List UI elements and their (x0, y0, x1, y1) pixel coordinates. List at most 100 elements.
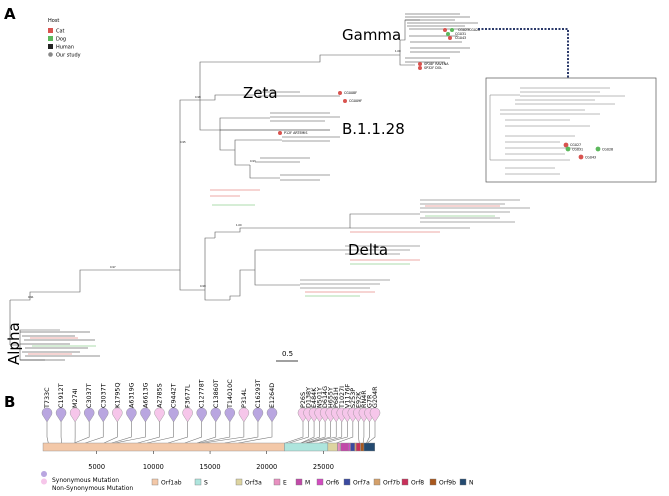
mutation-label: D614G (321, 386, 329, 408)
legend-syn-marker (41, 471, 48, 481)
tip-dot-cg028 (450, 28, 454, 32)
node-support-labels: 0.98 0.99 0.97 0.91 0.93 1.00 1.00 0.95 (28, 49, 401, 299)
mutation-label: G204R (371, 386, 379, 408)
legend-non-label: Non-Synonymous Mutation (52, 485, 133, 492)
mutation-label: F3677L (184, 384, 192, 408)
tip-label-cg023: CG023 (458, 28, 469, 32)
gene-orf6 (348, 442, 351, 452)
gene-legend-label: M (305, 480, 310, 487)
tip-dot-cg023 (443, 28, 447, 32)
mutation-marker (126, 407, 137, 423)
tree-tips (20, 13, 530, 361)
legend-dog-label: Dog (56, 37, 66, 43)
legend-human-label: Human (56, 45, 74, 51)
legend-human-swatch (48, 44, 53, 49)
axis-tick-label: 25000 (313, 463, 334, 471)
mutation-a6319g: A6319G (111, 382, 137, 444)
tip-label-ravena: SP28F RAVENA (424, 62, 449, 66)
mutation-label: C3037T (85, 383, 93, 408)
mutation-label: E1264D (268, 383, 276, 408)
tip-dot-cg008f (338, 91, 342, 95)
mutation-label: V1176F (343, 383, 351, 408)
gene-legend-swatch (273, 478, 281, 486)
inset-dot-cg031 (565, 146, 571, 152)
tip-dot-cg043 (448, 36, 452, 40)
tip-dot-ravena (418, 62, 422, 66)
gene-orf7b (354, 442, 357, 452)
mutation-label: T1027I (338, 386, 346, 409)
axis-tick-label: 5000 (88, 463, 105, 471)
mutation-label: E92K (354, 391, 362, 408)
tip-dot-artemis (278, 131, 282, 135)
axis-tick-label: 20000 (256, 463, 277, 471)
mutation-marker (84, 407, 95, 423)
mutation-marker (196, 407, 207, 423)
mutation-marker (140, 407, 151, 423)
tip-label-cg028: CG028 (469, 28, 480, 32)
axis-tick-label: 15000 (200, 463, 221, 471)
gene-legend-swatch (295, 478, 303, 486)
gene-legend-swatch (373, 478, 381, 486)
mutation-f3677l: F3677L (167, 384, 193, 444)
panel-b-letter: B (4, 393, 15, 411)
gene-legend-swatch (151, 478, 159, 486)
inset-panel: CG027 CG031 CG028 CG043 (485, 77, 657, 183)
highlighted-tips (278, 28, 454, 135)
gene-s (284, 442, 328, 452)
mutation-t14010c: T14010C (198, 379, 235, 444)
gene-legend-swatch (235, 478, 243, 486)
legend-our-study-label: Our study (56, 53, 81, 59)
clade-label-gamma: Gamma (342, 26, 401, 44)
gene-legend-swatch (194, 478, 202, 486)
mutation-label: C9442T (170, 383, 178, 408)
mutation-label: RN4R (360, 390, 368, 408)
tip-label-artemis: P12F ARTEMIS (284, 131, 307, 135)
mutation-marker (238, 407, 250, 423)
mutation-label: A6319G (127, 382, 135, 408)
svg-text:0.99: 0.99 (200, 284, 206, 288)
mutation-label: C1912T (57, 383, 65, 408)
mutation-c3037t: C3037T (74, 383, 95, 444)
gene-legend-swatch (401, 478, 409, 486)
host-legend-title: Host (48, 18, 59, 24)
svg-text:0.93: 0.93 (250, 159, 256, 163)
inset-dot-cg027 (563, 142, 569, 148)
mutation-label: N501Y (316, 387, 324, 408)
mutation-marker (112, 407, 123, 423)
gene-legend-label: N (469, 480, 474, 487)
genome-track (42, 442, 376, 452)
inset-connector (478, 28, 569, 78)
svg-text:0.95: 0.95 (180, 140, 186, 144)
mutation-label: A6613G (141, 382, 149, 408)
tip-label-cg031: CG031 (455, 32, 466, 36)
mutation-c13860t: C13860T (197, 379, 221, 444)
tip-label-dol: SP32F DOL (424, 66, 442, 70)
mutation-m274i: M274I (69, 388, 81, 444)
legend-our-study-dot (48, 52, 53, 57)
gene-legend-label: E (283, 480, 287, 487)
gene-legend-label: Orf6 (326, 480, 339, 487)
gene-orf9b (360, 442, 365, 452)
inset-label-cg031: CG031 (572, 148, 583, 152)
gene-e (337, 442, 341, 452)
mutation-marker (168, 407, 179, 423)
mutation-k1795q: K1795Q (103, 383, 123, 444)
clade-label-zeta: Zeta (243, 84, 278, 102)
mutation-c9442t: C9442T (146, 383, 179, 444)
mutation-marker (55, 407, 67, 423)
mutation-g204r: G204R (367, 386, 381, 444)
inset-label-cg043: CG043 (585, 156, 596, 160)
mutation-label: G7R (365, 394, 373, 408)
mutation-label: P26S (299, 392, 307, 408)
mutation-label: C13860T (212, 379, 220, 408)
mutation-p314l: P314L (203, 388, 250, 444)
mutation-c3037t: C3037T (85, 383, 109, 444)
gene-orf7a (350, 442, 355, 452)
gene-legend-swatch (316, 478, 324, 486)
gene-legend-label: Orf1ab (161, 480, 182, 487)
legend-dog-swatch (48, 36, 53, 41)
